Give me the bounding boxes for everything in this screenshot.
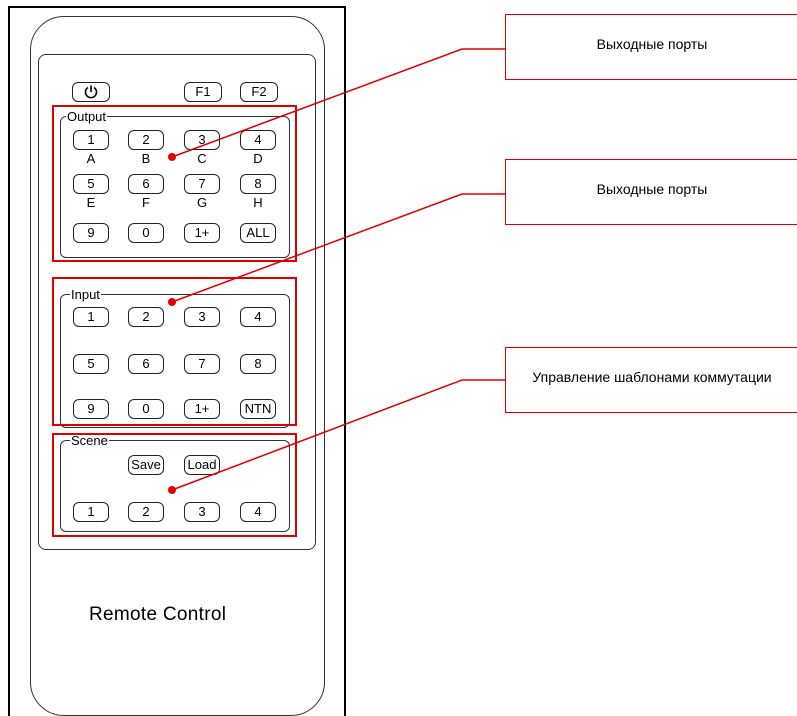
scene-button-2[interactable]: 2 (128, 502, 164, 522)
input-button-5[interactable]: 5 (73, 354, 109, 374)
f2-button[interactable]: F2 (240, 82, 278, 102)
output-sublabel-g: G (196, 195, 208, 210)
scene-group (60, 440, 290, 532)
leader-line-scene (171, 379, 505, 491)
scene-button-4[interactable]: 4 (240, 502, 276, 522)
scene-button-1[interactable]: 1 (73, 502, 109, 522)
brand-label: Remote Control (89, 604, 227, 625)
output-sublabel-b: B (141, 151, 151, 166)
output-highlight-box (52, 105, 297, 262)
output-button-7[interactable]: 7 (184, 174, 220, 194)
input-button-1[interactable]: 1 (73, 307, 109, 327)
output-button-9[interactable]: 9 (73, 223, 109, 243)
output-label: Output (66, 109, 108, 124)
input-button-ntn[interactable]: NTN (240, 399, 276, 419)
leader-dot-scene (168, 486, 176, 494)
input-label: Input (70, 287, 101, 302)
scene-highlight-box (52, 433, 297, 537)
power-icon (84, 85, 98, 99)
leader-dot-output (168, 153, 176, 161)
input-button-4[interactable]: 4 (240, 307, 276, 327)
input-button-7[interactable]: 7 (184, 354, 220, 374)
callout-scene-control: Управление шаблонами коммутации (505, 347, 797, 413)
callout-input-ports: Выходные порты (505, 159, 797, 225)
scene-button-3[interactable]: 3 (184, 502, 220, 522)
output-button-2[interactable]: 2 (128, 130, 164, 150)
input-button-3[interactable]: 3 (184, 307, 220, 327)
input-button-1plus[interactable]: 1+ (184, 399, 220, 419)
keypad-panel (38, 54, 316, 550)
scene-load-button[interactable]: Load (184, 455, 220, 475)
output-sublabel-d: D (253, 151, 263, 166)
leader-line-input (171, 193, 505, 303)
output-button-6[interactable]: 6 (128, 174, 164, 194)
f1-button[interactable]: F1 (184, 82, 222, 102)
output-sublabel-h: H (253, 195, 263, 210)
input-highlight-box (52, 277, 297, 426)
output-sublabel-f: F (142, 195, 150, 210)
leader-line-output (171, 48, 505, 158)
output-sublabel-a: A (86, 151, 96, 166)
input-button-6[interactable]: 6 (128, 354, 164, 374)
output-sublabel-c: C (197, 151, 207, 166)
output-group (60, 116, 290, 258)
input-button-2[interactable]: 2 (128, 307, 164, 327)
output-button-1plus[interactable]: 1+ (184, 223, 220, 243)
output-button-8[interactable]: 8 (240, 174, 276, 194)
power-button[interactable] (72, 82, 110, 102)
output-button-1[interactable]: 1 (73, 130, 109, 150)
input-group (60, 294, 290, 428)
input-button-0[interactable]: 0 (128, 399, 164, 419)
input-button-9[interactable]: 9 (73, 399, 109, 419)
callout-output-ports: Выходные порты (505, 14, 797, 80)
scene-label: Scene (70, 433, 109, 448)
output-sublabel-e: E (86, 195, 96, 210)
remote-outline (8, 6, 346, 716)
scene-save-button[interactable]: Save (128, 455, 164, 475)
output-button-0[interactable]: 0 (128, 223, 164, 243)
output-button-5[interactable]: 5 (73, 174, 109, 194)
output-button-all[interactable]: ALL (240, 223, 276, 243)
input-button-8[interactable]: 8 (240, 354, 276, 374)
leader-dot-input (168, 298, 176, 306)
output-button-4[interactable]: 4 (240, 130, 276, 150)
